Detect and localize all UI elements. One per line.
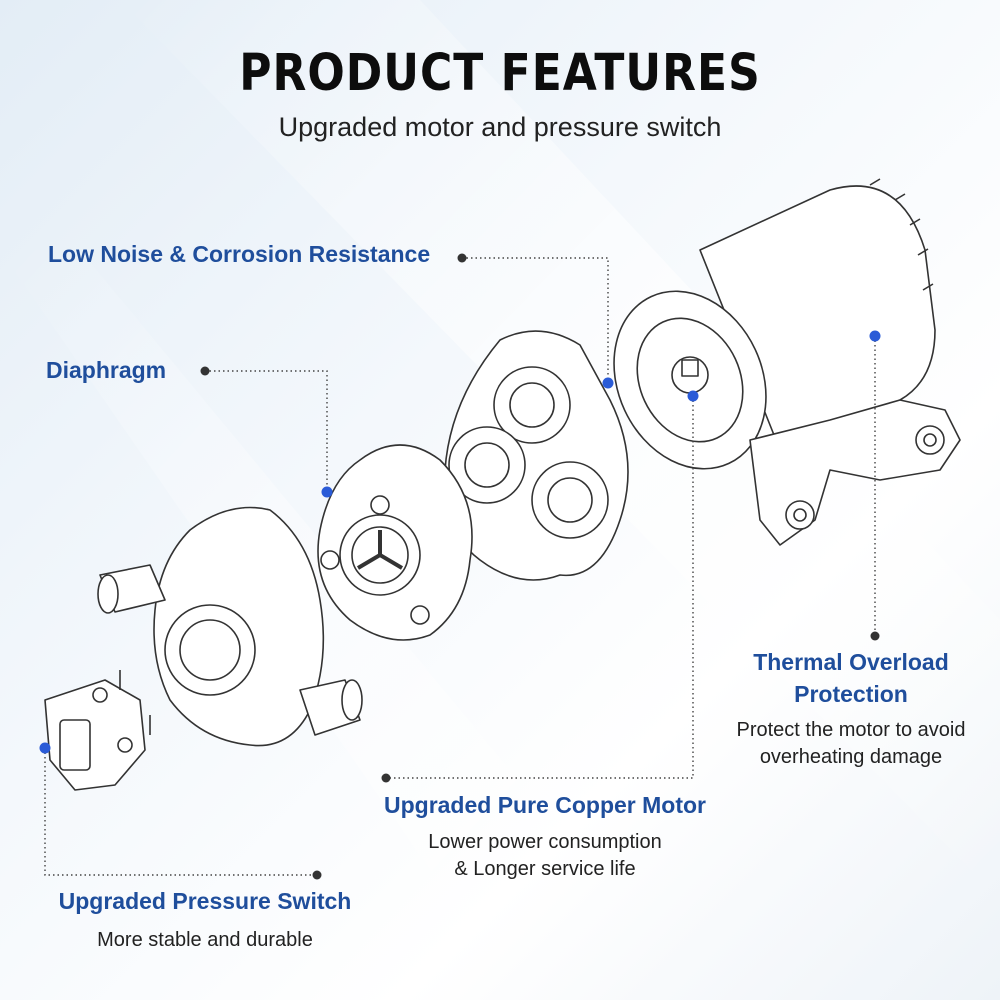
leader-line-motor [386,396,694,779]
leader-line-diaphragm [205,370,328,492]
label-thermal-line2: Protection [794,681,908,707]
label-thermal-line1: Thermal Overload [753,649,949,675]
page-subtitle: Upgraded motor and pressure switch [278,112,722,142]
desc-thermal-line1: Protect the motor to avoid [736,719,966,741]
label-motor: Upgraded Pure Copper Motor [383,792,706,818]
desc-switch: More stable and durable [97,929,313,951]
desc-thermal-line2: overheating damage [759,746,943,768]
desc-motor-line1: Lower power consumption [428,831,662,853]
pump-head-illustration [443,330,629,581]
pressure-switch-illustration [44,670,151,791]
diaphragm-illustration [299,444,473,641]
page-title: PRODUCT FEATURES [239,44,761,103]
motor-illustration [613,178,961,546]
desc-motor-line2: & Longer service life [454,858,636,880]
label-switch: Upgraded Pressure Switch [58,888,352,914]
leader-line-switch [44,748,317,876]
front-housing-illustration [97,506,363,747]
label-low-noise: Low Noise & Corrosion Resistance [48,241,431,267]
label-diaphragm: Diaphragm [46,357,167,383]
